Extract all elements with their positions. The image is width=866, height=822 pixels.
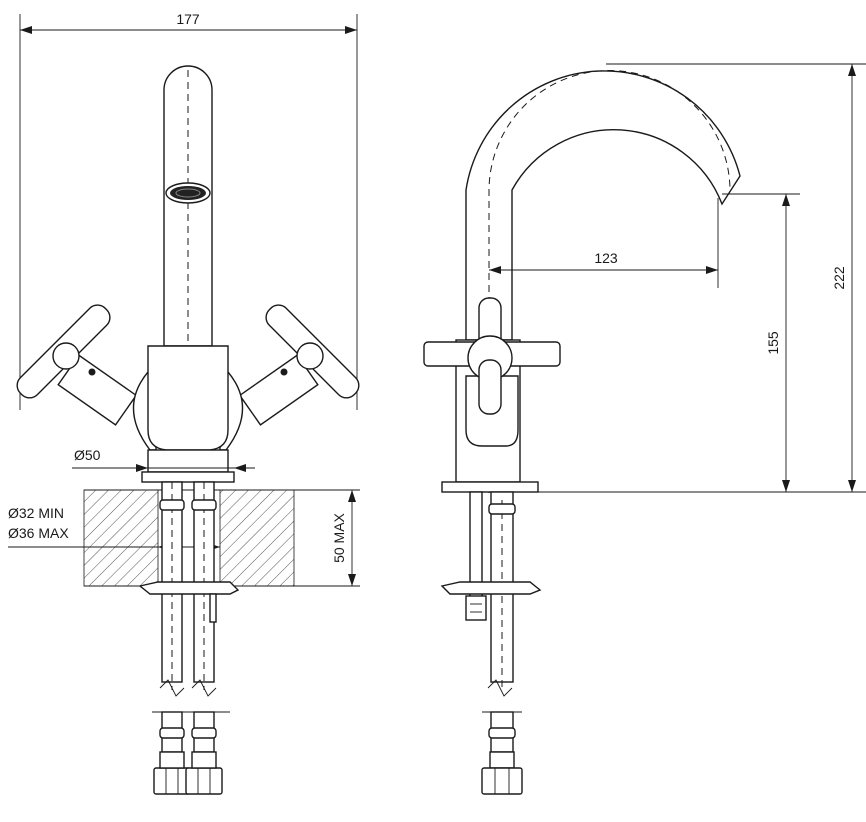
deck-thickness-dimension: 50 MAX <box>331 490 356 586</box>
spout-reach-label: 123 <box>594 250 618 266</box>
overall-width-dimension: 177 <box>19 11 358 410</box>
side-view: 123 155 222 <box>423 63 866 795</box>
front-view: 177 <box>8 11 360 795</box>
left-nut-icon <box>153 767 191 795</box>
front-hoses <box>138 481 240 795</box>
right-handle <box>219 304 360 451</box>
spout-height-label: 155 <box>765 331 781 355</box>
overall-height-dimension: 222 <box>606 63 866 492</box>
hole-diameter-dimension: Ø32 MIN Ø36 MAX <box>8 505 220 551</box>
hole-min-label: Ø32 MIN <box>8 505 64 521</box>
overall-width-label: 177 <box>176 11 200 27</box>
aerator-icon <box>170 186 206 200</box>
front-body <box>141 345 240 483</box>
front-spout <box>163 65 213 470</box>
deck-thickness-label: 50 MAX <box>331 512 347 562</box>
spout-reach-dimension: 123 <box>489 198 719 288</box>
overall-height-label: 222 <box>831 266 847 290</box>
base-diameter-dimension: Ø50 <box>72 447 255 472</box>
spout-height-dimension: 155 <box>538 193 866 493</box>
side-hoses <box>440 491 542 795</box>
deck-section <box>83 489 360 587</box>
side-handle <box>423 297 561 415</box>
hole-max-label: Ø36 MAX <box>8 525 69 541</box>
base-diameter-label: Ø50 <box>74 447 101 463</box>
side-nut-icon <box>481 767 523 795</box>
right-nut-icon <box>185 767 223 795</box>
left-handle <box>16 304 157 451</box>
